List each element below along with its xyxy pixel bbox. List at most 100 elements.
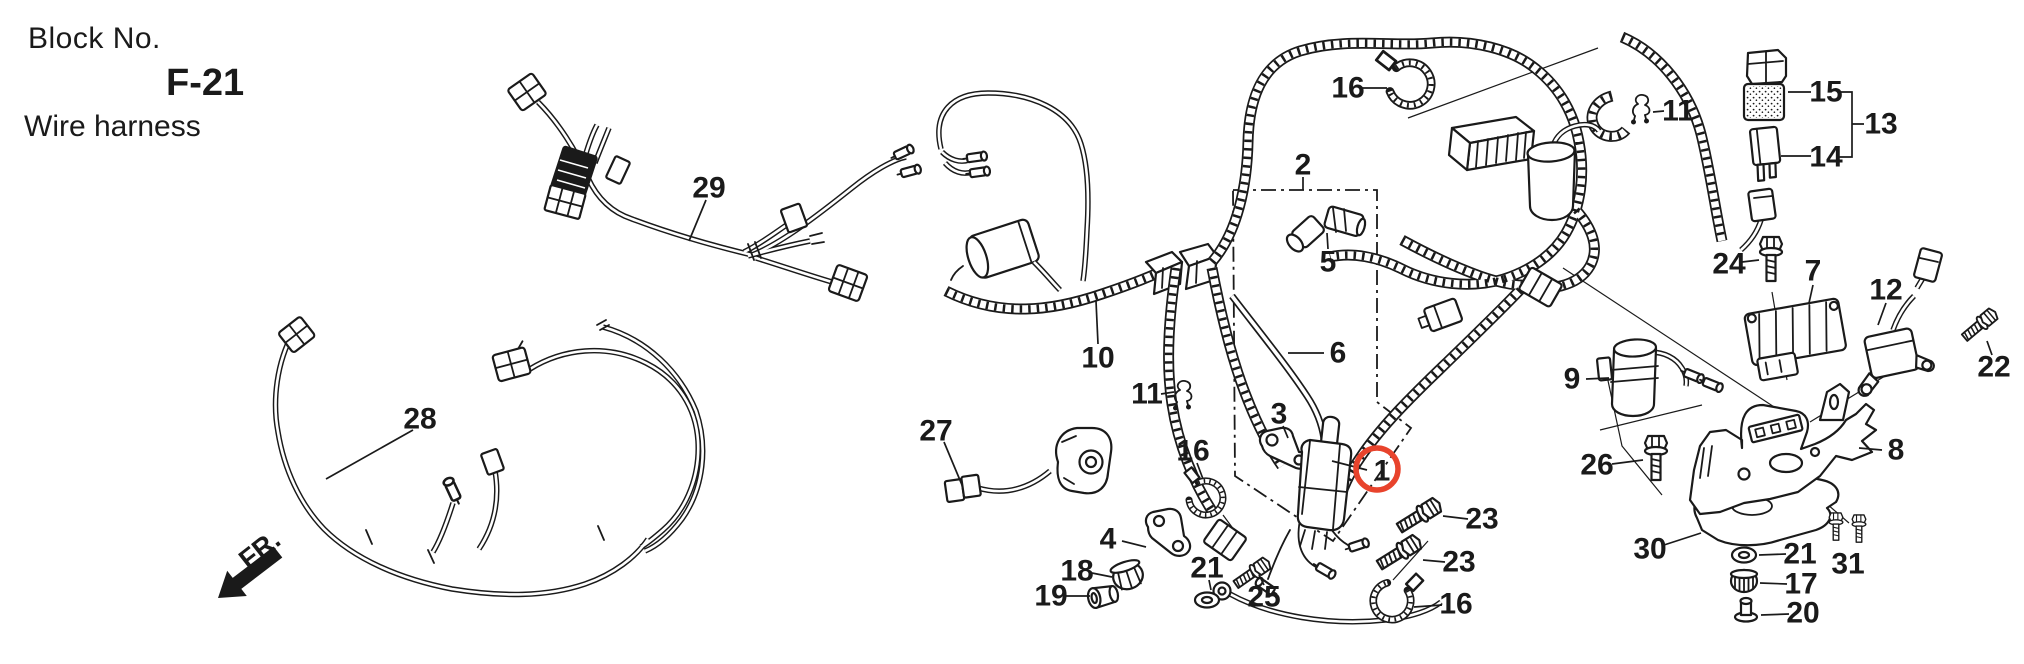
callout-number: 7 (1805, 255, 1822, 288)
callout-10[interactable]: 10 (1081, 300, 1115, 375)
callout-20[interactable]: 20 (1760, 597, 1820, 630)
connector (278, 316, 316, 353)
main-wire-harness (1169, 37, 1777, 622)
callout-number: 11 (1662, 95, 1694, 128)
part2-boundary-box (1232, 189, 1413, 543)
callout-21[interactable]: 21 (1190, 552, 1224, 591)
callout-26[interactable]: 26 (1580, 449, 1644, 482)
callout-11[interactable]: 11 (1131, 378, 1175, 411)
callout-number: 26 (1580, 449, 1613, 482)
middle-hardware (1086, 51, 1446, 622)
callout-25[interactable]: 25 (1247, 574, 1281, 614)
callout-number: 9 (1564, 363, 1581, 396)
spark-plug-cap-5 (1285, 205, 1367, 253)
callout-4[interactable]: 4 (1100, 523, 1147, 556)
callout-number: 8 (1888, 434, 1905, 467)
harness-10 (939, 93, 1219, 309)
callout-12[interactable]: 12 (1869, 274, 1903, 326)
rubber-mount-18 (1109, 559, 1144, 591)
callout-2[interactable]: 2 (1295, 149, 1312, 191)
condenser (1526, 125, 1599, 222)
washer-21 (1193, 591, 1221, 609)
connector (827, 264, 869, 302)
callout-number: 23 (1442, 546, 1475, 579)
capacitor (965, 218, 1040, 279)
callout-15[interactable]: 15 (1788, 76, 1843, 109)
arrow-icon (218, 546, 283, 598)
callout-11[interactable]: 11 (1652, 95, 1694, 128)
callout-number: 10 (1081, 342, 1114, 375)
callout-number: 15 (1809, 76, 1842, 109)
sub-harness-29 (507, 72, 923, 302)
relay-14 (1748, 125, 1782, 182)
bare-wire-end (596, 319, 610, 331)
callout-number: 18 (1060, 555, 1093, 588)
collar-19 (1086, 584, 1120, 610)
callout-number: 13 (1864, 108, 1897, 141)
callout-5[interactable]: 5 (1320, 232, 1337, 279)
callout-number: 29 (692, 172, 725, 205)
callout-31[interactable]: 31 (1831, 548, 1864, 581)
rubber-damper-17 (1729, 568, 1759, 594)
callout-16[interactable]: 16 (1176, 435, 1210, 480)
page-title: Wire harness (24, 110, 201, 143)
block-no-label: Block No. (28, 22, 161, 55)
callout-23[interactable]: 23 (1422, 546, 1476, 579)
callout-number: 28 (403, 403, 436, 436)
callout-number: 2 (1295, 149, 1312, 182)
connector (491, 340, 532, 383)
harness-28 (276, 316, 703, 594)
callout-number: 25 (1247, 581, 1280, 614)
callout-19[interactable]: 19 (1034, 580, 1090, 613)
grommet-20 (1733, 596, 1759, 623)
callout-9[interactable]: 9 (1564, 363, 1610, 396)
callout-3[interactable]: 3 (1271, 398, 1289, 439)
callout-14[interactable]: 14 (1781, 141, 1843, 174)
callout-number: 5 (1320, 246, 1337, 279)
callout-30[interactable]: 30 (1633, 532, 1702, 566)
callout-1[interactable]: 1 (1331, 455, 1391, 488)
callout-18[interactable]: 18 (1060, 555, 1113, 588)
callout-number: 21 (1190, 552, 1223, 585)
switch-cable-27 (943, 426, 1113, 503)
callout-16[interactable]: 16 (1413, 588, 1473, 621)
callout-17[interactable]: 17 (1759, 568, 1818, 601)
callout-number: 20 (1786, 597, 1819, 630)
callout-number: 31 (1831, 548, 1864, 581)
assembly-indication-lines (1222, 47, 1899, 581)
callout-22[interactable]: 22 (1977, 340, 2011, 384)
callout-number: 1 (1374, 455, 1391, 488)
callout-13[interactable]: 13 (1864, 108, 1897, 141)
callout-7[interactable]: 7 (1805, 255, 1822, 304)
callout-number: 27 (919, 415, 952, 448)
ignition-coil-12 (1857, 247, 1943, 397)
switch-housing (1055, 426, 1113, 495)
callout-8[interactable]: 8 (1858, 434, 1905, 467)
callout-number: 14 (1809, 141, 1843, 174)
callout-23[interactable]: 23 (1442, 503, 1499, 536)
callout-number: 24 (1712, 248, 1746, 281)
callout-6[interactable]: 6 (1288, 337, 1346, 370)
ecu-connector (1447, 115, 1536, 172)
callout-27[interactable]: 27 (919, 415, 963, 486)
right-parts (1595, 48, 2002, 623)
connector-cover-15 (1742, 48, 1788, 122)
angled-connector (1203, 518, 1247, 562)
washer-21 (1730, 546, 1758, 564)
callout-16[interactable]: 16 (1331, 72, 1387, 105)
callout-29[interactable]: 29 (688, 172, 726, 242)
bracket-8 (1688, 382, 1878, 516)
regulator-rectifier-7 (1743, 297, 1847, 382)
plug-connector (1417, 297, 1463, 333)
callout-number: 30 (1633, 533, 1666, 566)
callout-24[interactable]: 24 (1712, 248, 1760, 281)
callout-28[interactable]: 28 (325, 403, 437, 480)
callout-21[interactable]: 21 (1758, 538, 1817, 571)
callout-number: 16 (1331, 72, 1364, 105)
callout-number: 16 (1439, 588, 1472, 621)
callout-number: 19 (1034, 580, 1067, 613)
connector (943, 473, 982, 503)
bracket-13-label-lines (1838, 91, 1864, 158)
